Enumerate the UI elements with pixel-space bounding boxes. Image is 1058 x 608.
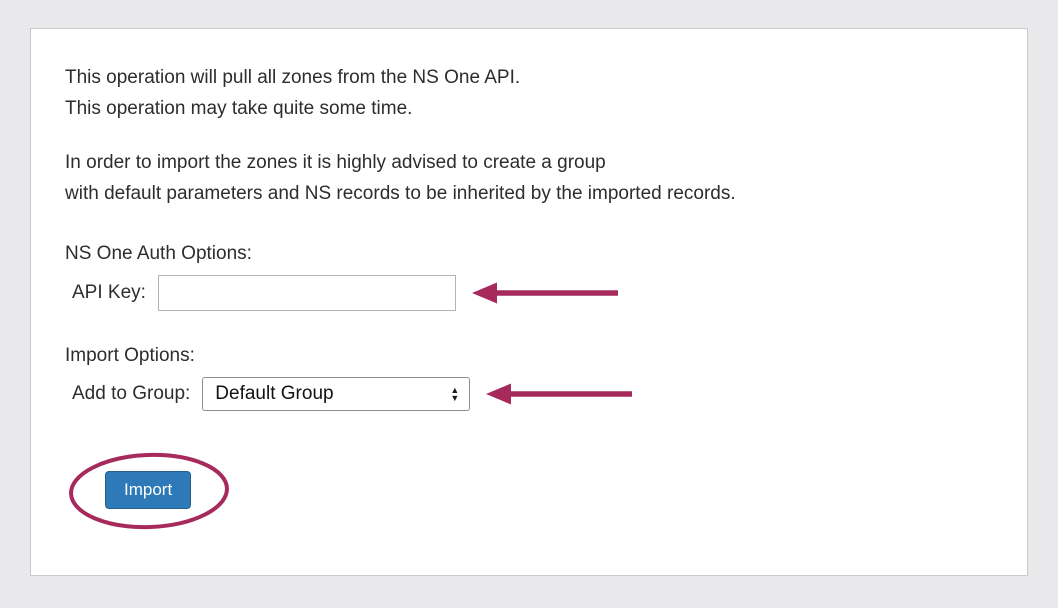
auth-options-title: NS One Auth Options: [65,243,252,264]
advice-line-1: In order to import the zones it is highl… [65,152,606,173]
annotation-arrow-icon [486,383,633,405]
select-down-arrow-icon: ▼ [450,393,460,403]
group-select-value: Default Group [215,383,334,404]
annotation-arrow-icon [471,282,618,304]
import-zones-panel: This operation will pull all zones from … [30,28,1028,576]
advice-line-2: with default parameters and NS records t… [65,183,736,204]
intro-paragraph: This operation will pull all zones from … [65,62,1007,124]
intro-line-2: This operation may take quite some time. [65,98,413,119]
select-updown-icon: ▲ ▼ [450,385,460,403]
group-select[interactable]: Default Group ▲ ▼ [202,377,471,411]
api-key-input[interactable] [157,275,456,311]
import-options-title: Import Options: [65,345,195,366]
import-button-area: Import [65,452,1007,530]
intro-line-1: This operation will pull all zones from … [65,67,521,88]
select-up-arrow-icon: ▲ [450,385,460,395]
advice-paragraph: In order to import the zones it is highl… [65,147,1007,209]
add-to-group-label: Add to Group: [72,383,191,404]
add-to-group-row: Add to Group: Default Group ▲ ▼ [65,377,1007,411]
api-key-label: API Key: [72,282,146,303]
api-key-row: API Key: [65,275,1007,311]
import-button[interactable]: Import [105,471,192,509]
